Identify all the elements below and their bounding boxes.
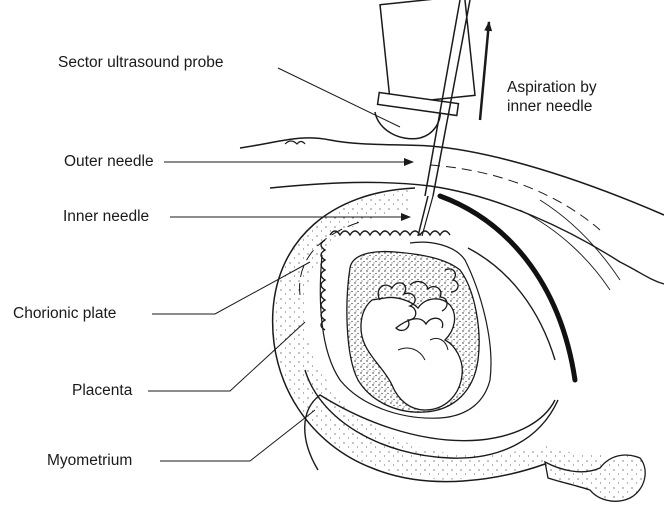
fascia-lines [520, 210, 610, 290]
ultrasound-probe-head [375, 108, 440, 139]
label-placenta: Placenta [72, 382, 132, 400]
inner-needle [418, 196, 428, 236]
aspiration-arrow [480, 22, 489, 120]
fascia-dashed [430, 165, 600, 230]
label-myometrium: Myometrium [47, 452, 132, 470]
label-aspiration-line2: inner needle [507, 98, 592, 116]
chorionic-plate [330, 231, 450, 235]
leader-myometrium [160, 410, 315, 461]
label-inner-needle: Inner needle [63, 208, 149, 226]
label-outer-needle: Outer needle [64, 153, 154, 171]
label-probe: Sector ultrasound probe [58, 54, 223, 72]
label-chorionic-plate: Chorionic plate [13, 305, 116, 323]
skin-texture [285, 141, 305, 144]
label-aspiration-line1: Aspiration by [507, 79, 597, 97]
